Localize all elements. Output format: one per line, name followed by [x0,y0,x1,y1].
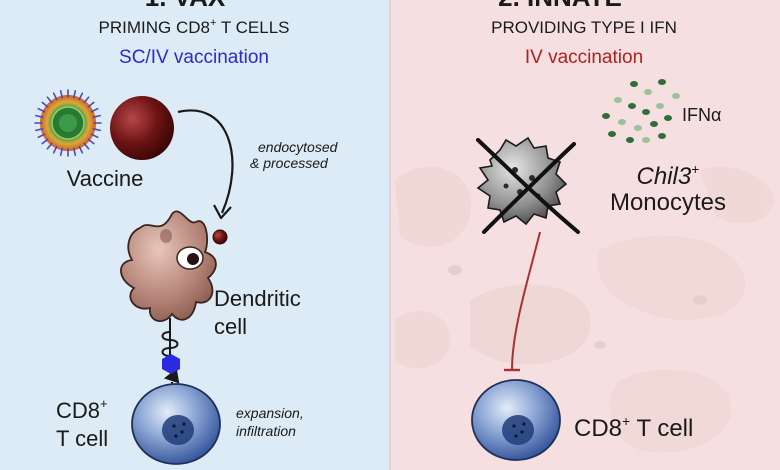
ifn-alpha-label: IFNα [682,105,721,125]
nanoparticle-spoke [52,145,58,154]
nanoparticle-icon [34,89,102,157]
nanoparticle-spoke [78,92,84,101]
nanoparticle-spoke [59,147,64,156]
cd8-t-cell-right-icon [471,379,561,461]
monocyte-label-line1: Chil3+ [637,161,700,190]
nanoparticle-spoke [59,90,64,99]
nanoparticle-spoke [35,127,44,132]
deletion-cross-icon [476,138,580,234]
nanoparticle-spoke [72,90,77,99]
nanoparticle-spoke [92,127,101,132]
effect-label-line2: infiltration [236,423,296,439]
nanoparticle-spoke [46,142,53,150]
effect-label-line1: expansion, [236,405,304,421]
monocyte-label-line2: Monocytes [610,189,726,216]
peptide-antigen-icon [162,354,180,374]
endocytosis-label-line2: & processed [250,155,329,171]
nanoparticle-spoke [72,147,77,156]
nanoparticle-spoke [41,138,49,145]
nanoparticle-spoke [35,114,44,119]
nanoparticle-spoke [37,133,46,139]
right-route-label: IV vaccination [525,47,643,68]
nanoparticle-spoke [92,114,101,119]
endocytosis-label-line1: endocytosed [258,139,339,155]
left-panel-subtitle: PRIMING CD8+ T CELLS [99,17,290,37]
vaccine-label: Vaccine [67,166,144,191]
tissue-background [395,166,775,453]
ifn-alpha-molecules-icon [602,79,680,143]
dc-label-line2: cell [214,314,247,339]
endocytosis-arrow [177,109,234,220]
nanoparticle-spoke [87,101,95,108]
nanoparticle-spoke [52,92,58,101]
nanoparticle-spoke [37,107,46,113]
nanoparticle-spoke [78,145,84,154]
left-panel-header: 1. VAX [145,0,226,12]
cd8-t-cell-left-icon [131,383,221,465]
nanoparticle-spoke [90,133,99,139]
left-tcell-label-line2: T cell [56,426,108,451]
vaccine-particle-icon [110,96,174,160]
right-panel-header: 2. INNATE [498,0,622,12]
nanoparticle-spoke [41,101,49,108]
processed-antigen-icon [212,229,228,245]
nanoparticle-spoke [83,142,90,150]
dendritic-cell-icon [120,210,217,322]
left-tcell-label-line1: CD8+ [56,396,108,423]
nanoparticle-spoke [83,96,90,104]
dc-label-line1: Dendritic [214,286,301,311]
nanoparticle-spoke [90,107,99,113]
left-route-label: SC/IV vaccination [119,47,269,68]
nanoparticle-spoke [87,138,95,145]
right-panel-subtitle: PROVIDING TYPE I IFN [491,18,677,37]
inhibition-line [504,231,541,372]
nanoparticle-spoke [46,96,53,104]
right-tcell-label: CD8+ T cell [574,413,693,442]
